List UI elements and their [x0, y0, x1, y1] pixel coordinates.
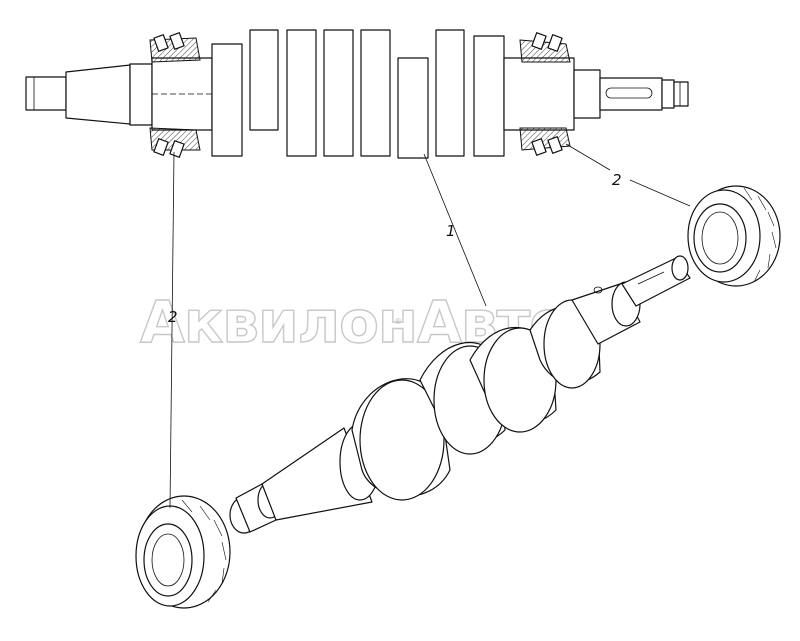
right-bearing-section — [519, 32, 571, 156]
callout-crankshaft: 1 — [446, 222, 456, 240]
watermark-registered-mark: ® — [394, 317, 402, 326]
leader-lines — [169, 143, 691, 509]
tapered-roller-bearing-right — [687, 185, 781, 287]
tapered-roller-bearing-left — [135, 495, 231, 609]
crankshaft-side-view — [25, 29, 689, 159]
crankshaft-isometric — [229, 255, 691, 534]
callout-bearing-left: 2 — [168, 308, 178, 326]
callout-bearing-right: 2 — [612, 171, 622, 189]
left-bearing-section — [149, 32, 201, 158]
